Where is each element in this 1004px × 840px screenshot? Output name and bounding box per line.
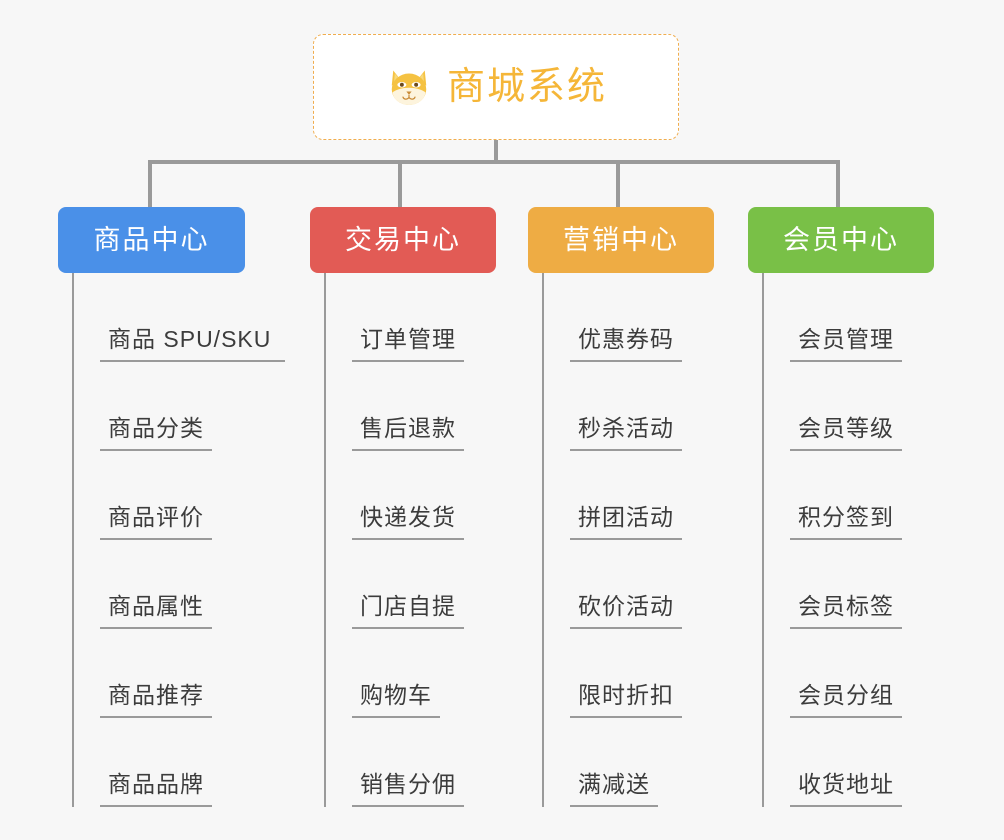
branch-column-marketing-center: 营销中心 优惠券码 秒杀活动 拼团活动 砍价活动 限时折扣 满减送 — [528, 207, 714, 807]
list-item[interactable]: 优惠券码 — [544, 273, 714, 362]
list-item[interactable]: 收货地址 — [764, 718, 934, 807]
leaf-label: 满减送 — [570, 770, 658, 807]
leaf-label: 收货地址 — [790, 770, 902, 807]
leaf-label: 门店自提 — [352, 592, 464, 629]
leaf-label: 会员标签 — [790, 592, 902, 629]
leaf-label: 会员等级 — [790, 414, 902, 451]
leaf-label: 会员管理 — [790, 325, 902, 362]
list-item[interactable]: 满减送 — [544, 718, 714, 807]
connector-drop-1 — [148, 160, 152, 208]
leaf-label: 商品品牌 — [100, 770, 212, 807]
list-item[interactable]: 销售分佣 — [326, 718, 496, 807]
root-title: 商城系统 — [446, 66, 607, 108]
leaf-label: 售后退款 — [352, 414, 464, 451]
category-header-trade-center[interactable]: 交易中心 — [310, 207, 496, 273]
leaf-label: 商品 SPU/SKU — [100, 325, 286, 362]
category-header-marketing-center[interactable]: 营销中心 — [528, 207, 714, 273]
leaf-label: 商品分类 — [100, 414, 212, 451]
category-header-label: 商品中心 — [93, 224, 210, 255]
connector-drop-3 — [616, 160, 620, 208]
list-item[interactable]: 门店自提 — [326, 540, 496, 629]
leaf-label: 会员分组 — [790, 681, 902, 718]
category-header-member-center[interactable]: 会员中心 — [748, 207, 934, 273]
list-item[interactable]: 会员标签 — [764, 540, 934, 629]
connector-drop-2 — [398, 160, 402, 208]
list-item[interactable]: 砍价活动 — [544, 540, 714, 629]
leaf-label: 商品推荐 — [100, 681, 212, 718]
category-header-label: 营销中心 — [563, 224, 679, 255]
list-item[interactable]: 商品评价 — [74, 451, 288, 540]
list-item[interactable]: 订单管理 — [326, 273, 496, 362]
leaf-list-trade-center: 订单管理 售后退款 快递发货 门店自提 购物车 销售分佣 — [324, 273, 496, 807]
branch-column-product-center: 商品中心 商品 SPU/SKU 商品分类 商品评价 商品属性 商品推荐 商品品牌 — [58, 207, 288, 807]
leaf-list-product-center: 商品 SPU/SKU 商品分类 商品评价 商品属性 商品推荐 商品品牌 — [72, 273, 288, 807]
list-item[interactable]: 拼团活动 — [544, 451, 714, 540]
list-item[interactable]: 会员管理 — [764, 273, 934, 362]
connector-root-stem — [494, 140, 498, 162]
list-item[interactable]: 售后退款 — [326, 362, 496, 451]
list-item[interactable]: 商品属性 — [74, 540, 288, 629]
leaf-label: 购物车 — [352, 681, 440, 718]
list-item[interactable]: 商品品牌 — [74, 718, 288, 807]
leaf-label: 快递发货 — [352, 503, 464, 540]
list-item[interactable]: 会员分组 — [764, 629, 934, 718]
list-item[interactable]: 会员等级 — [764, 362, 934, 451]
leaf-label: 优惠券码 — [570, 325, 682, 362]
list-item[interactable]: 商品分类 — [74, 362, 288, 451]
connector-horizontal-bus — [148, 160, 840, 164]
leaf-label: 限时折扣 — [570, 681, 682, 718]
shiba-dog-icon — [385, 63, 433, 111]
leaf-label: 秒杀活动 — [570, 414, 682, 451]
leaf-label: 销售分佣 — [352, 770, 464, 807]
list-item[interactable]: 秒杀活动 — [544, 362, 714, 451]
list-item[interactable]: 积分签到 — [764, 451, 934, 540]
leaf-label: 积分签到 — [790, 503, 902, 540]
leaf-list-marketing-center: 优惠券码 秒杀活动 拼团活动 砍价活动 限时折扣 满减送 — [542, 273, 714, 807]
connector-drop-4 — [836, 160, 840, 208]
leaf-label: 拼团活动 — [570, 503, 682, 540]
leaf-label: 砍价活动 — [570, 592, 682, 629]
leaf-label: 商品属性 — [100, 592, 212, 629]
category-header-product-center[interactable]: 商品中心 — [58, 207, 245, 273]
branch-column-trade-center: 交易中心 订单管理 售后退款 快递发货 门店自提 购物车 销售分佣 — [310, 207, 496, 807]
branch-column-member-center: 会员中心 会员管理 会员等级 积分签到 会员标签 会员分组 收货地址 — [748, 207, 934, 807]
list-item[interactable]: 商品推荐 — [74, 629, 288, 718]
list-item[interactable]: 商品 SPU/SKU — [74, 273, 288, 362]
leaf-label: 订单管理 — [352, 325, 464, 362]
list-item[interactable]: 限时折扣 — [544, 629, 714, 718]
list-item[interactable]: 购物车 — [326, 629, 496, 718]
list-item[interactable]: 快递发货 — [326, 451, 496, 540]
category-header-label: 会员中心 — [783, 224, 899, 255]
category-header-label: 交易中心 — [345, 224, 461, 255]
root-node-shop-system[interactable]: 商城系统 — [313, 34, 679, 140]
leaf-label: 商品评价 — [100, 503, 212, 540]
leaf-list-member-center: 会员管理 会员等级 积分签到 会员标签 会员分组 收货地址 — [762, 273, 934, 807]
